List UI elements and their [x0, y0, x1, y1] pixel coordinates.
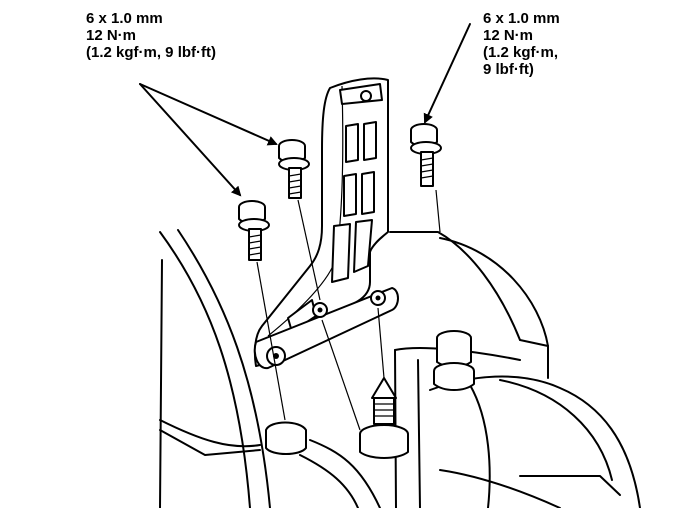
torque-kgfm-label: (1.2 kgf·m, [483, 44, 559, 61]
bracket-icon [253, 77, 399, 370]
leader-arrow-icon [139, 23, 471, 197]
engine-housing [159, 229, 641, 508]
torque-lbfft-label: 9 lbf·ft) [483, 61, 534, 78]
torque-imperial-label: (1.2 kgf·m, 9 lbf·ft) [86, 44, 216, 61]
alignment-guides [256, 189, 441, 431]
torque-callout-right: 6 x 1.0 mm 12 N·m (1.2 kgf·m, 9 lbf·ft) [483, 10, 560, 78]
torque-nm-label: 12 N·m [86, 27, 137, 44]
bolt-icon [410, 123, 442, 187]
stud-icon [433, 330, 475, 391]
stud-icon [359, 377, 409, 459]
bolt-size-label: 6 x 1.0 mm [86, 10, 163, 27]
torque-nm-label: 12 N·m [483, 27, 534, 44]
bolt-size-label: 6 x 1.0 mm [483, 10, 560, 27]
bolt-icon [278, 139, 310, 199]
torque-callout-left: 6 x 1.0 mm 12 N·m (1.2 kgf·m, 9 lbf·ft) [86, 10, 216, 61]
nut-icon [265, 421, 307, 455]
bolt-icon [238, 200, 270, 261]
